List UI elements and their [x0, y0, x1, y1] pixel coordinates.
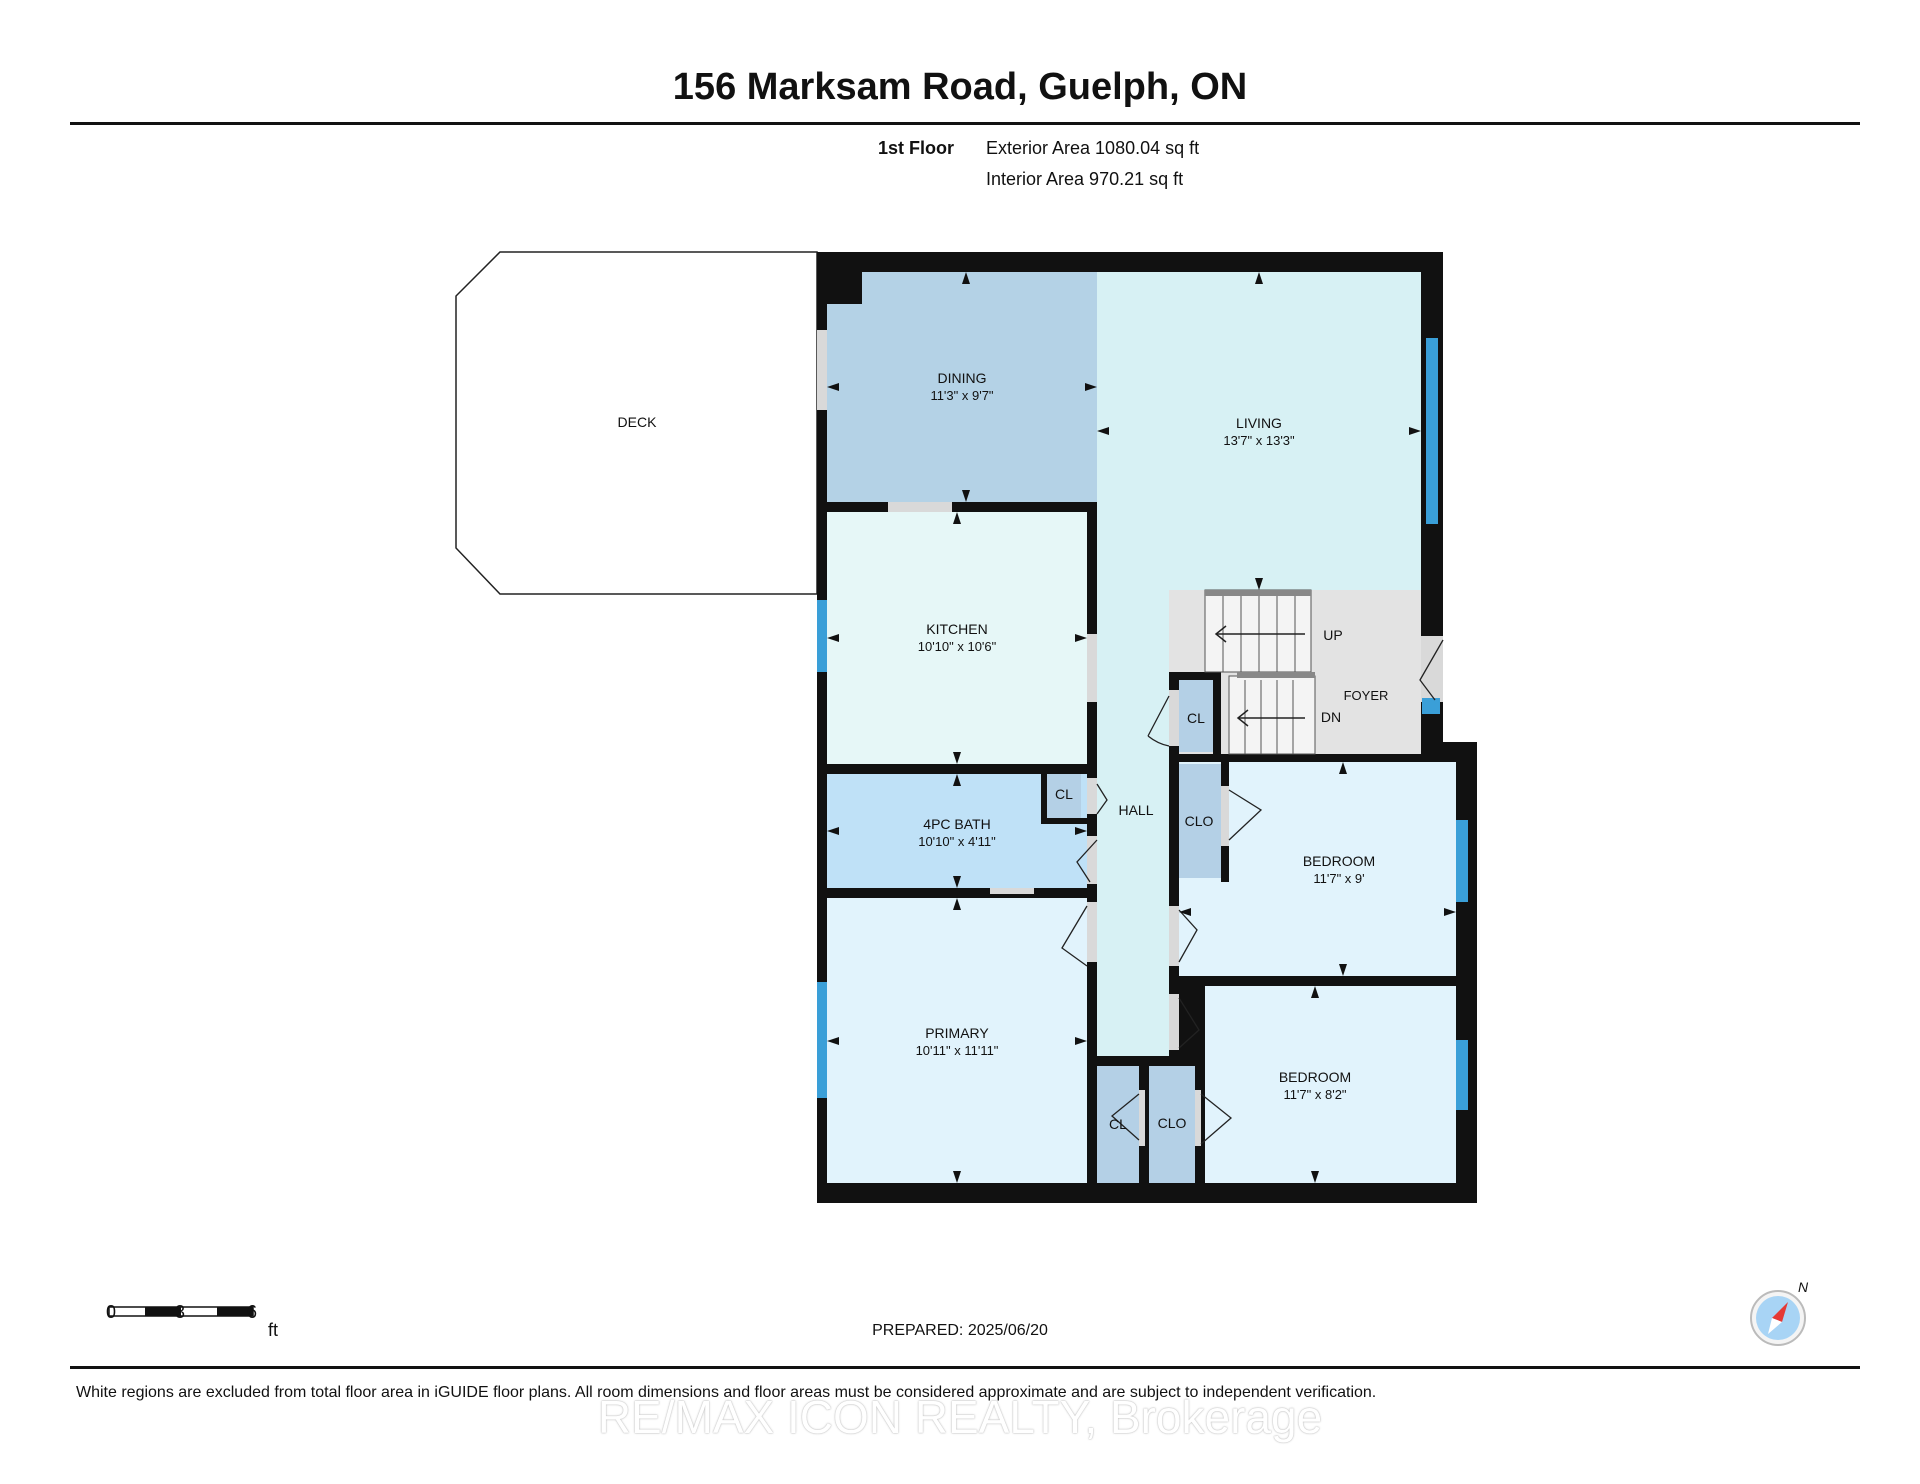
cl-bath-label: CL	[1055, 786, 1073, 802]
disclaimer: White regions are excluded from total fl…	[76, 1384, 1377, 1401]
cl-hall-fill	[1179, 680, 1213, 752]
bedroom2-dims: 11'7" x 8'2"	[1283, 1087, 1346, 1102]
living-dims: 13'7" x 13'3"	[1223, 433, 1295, 448]
scale-bar	[108, 1306, 254, 1317]
interior-area: Interior Area 970.21 sq ft	[986, 169, 1184, 189]
scale-tick-3: 3	[175, 1302, 186, 1322]
wall-openings	[817, 330, 1443, 1146]
cl-primary-label: CL	[1109, 1116, 1127, 1132]
dining-fill	[827, 272, 1097, 502]
foyer-label: FOYER	[1344, 688, 1389, 703]
bedroom2-label: BEDROOM	[1279, 1069, 1351, 1085]
kitchen-fill	[827, 512, 1087, 764]
bath-dims: 10'10" x 4'11"	[918, 834, 996, 849]
primary-label: PRIMARY	[925, 1025, 989, 1041]
clo-bed1-refill	[1177, 764, 1221, 878]
hall-fill	[1097, 590, 1169, 1056]
living-label: LIVING	[1236, 415, 1282, 431]
primary-fill	[827, 898, 1087, 1183]
stairs-down	[1228, 672, 1316, 755]
scale-tick-6: 6	[247, 1302, 258, 1322]
cl-bath-fill	[1047, 770, 1081, 818]
exterior-area: Exterior Area 1080.04 sq ft	[986, 138, 1200, 158]
title-rule	[70, 122, 1860, 125]
living-fill	[1097, 272, 1421, 590]
scale-unit: ft	[268, 1320, 279, 1340]
compass-north-label: N	[1798, 1279, 1809, 1295]
dining-dims: 11'3" x 9'7"	[930, 388, 993, 403]
bedroom1-label: BEDROOM	[1303, 853, 1375, 869]
bedroom2-fill	[1205, 986, 1456, 1183]
prepared-date: PREPARED: 2025/06/20	[872, 1322, 1048, 1339]
bedroom1-dims: 11'7" x 9'	[1313, 871, 1364, 886]
deck-label: DECK	[618, 414, 658, 430]
cl-hall-label: CL	[1187, 710, 1205, 726]
primary-dims: 10'11" x 11'11"	[916, 1043, 999, 1058]
stairs-up-label: UP	[1323, 627, 1342, 643]
clo-bed2-fill	[1149, 1066, 1195, 1183]
bath-label: 4PC BATH	[923, 816, 990, 832]
scale-tick-0: 0	[106, 1302, 117, 1322]
stairs-up	[1204, 589, 1312, 673]
door-swings	[1061, 639, 1444, 1145]
floor-label: 1st Floor	[878, 138, 955, 158]
brokerage-watermark: RE/MAX ICON REALTY, Brokerage	[597, 1391, 1323, 1443]
clo-bed1-label: CLO	[1185, 813, 1214, 829]
stairs-down-label: DN	[1321, 709, 1341, 725]
dimension-arrows	[827, 272, 1456, 1183]
windows	[817, 338, 1468, 1110]
hall-label: HALL	[1118, 802, 1153, 818]
page-title: 156 Marksam Road, Guelph, ON	[672, 66, 1248, 108]
compass-icon: N	[1750, 1279, 1809, 1346]
cl-primary-fill	[1097, 1066, 1139, 1183]
clo-bed2-label: CLO	[1158, 1115, 1187, 1131]
dining-label: DINING	[938, 370, 987, 386]
kitchen-label: KITCHEN	[926, 621, 987, 637]
footer-rule	[70, 1366, 1860, 1369]
kitchen-dims: 10'10" x 10'6"	[918, 639, 997, 654]
